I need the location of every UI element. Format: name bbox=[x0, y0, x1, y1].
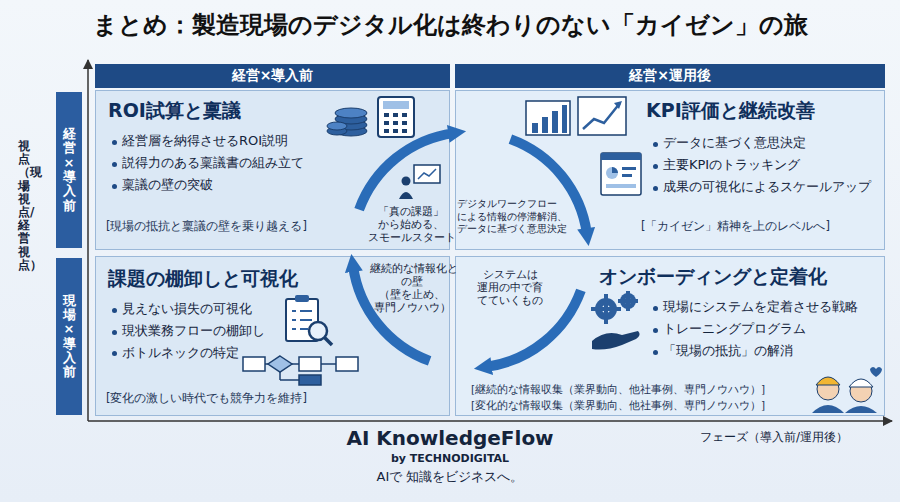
vertical-axis bbox=[87, 60, 89, 421]
panel-heading: 課題の棚卸しと可視化 bbox=[108, 267, 298, 291]
dashboard bbox=[601, 153, 641, 195]
bullet-item: 経営層を納得させるROI説明 bbox=[110, 133, 288, 149]
header-text: 経営×導入前 bbox=[232, 67, 314, 85]
row-band: 現場×導入前 bbox=[56, 258, 82, 415]
cycle-note: システムは 運用の中で育 てていくもの bbox=[470, 268, 550, 307]
cycle-arc bbox=[359, 133, 454, 210]
bullet-item: 説得力のある稟議書の組み立て bbox=[110, 155, 304, 171]
trend-chart bbox=[578, 97, 626, 135]
bullet-item: 見えない損失の可視化 bbox=[110, 301, 252, 317]
horizontal-axis bbox=[88, 420, 892, 422]
header-text: 経営×運用後 bbox=[629, 67, 711, 85]
row-band: 経営×導入前 bbox=[56, 92, 82, 248]
column-header: 経営×運用後 bbox=[455, 64, 885, 88]
bullet-item: 稟議の壁の突破 bbox=[110, 177, 213, 193]
bullet-item: トレーニングプログラム bbox=[651, 321, 806, 337]
bar-chart bbox=[526, 101, 570, 135]
bullet-item: 主要KPIのトラッキング bbox=[651, 157, 800, 173]
panel-heading: ROI試算と稟議 bbox=[108, 99, 241, 123]
panel-note: [「カイゼン」精神を上のレベルへ] bbox=[641, 219, 830, 233]
bullet-item: データに基づく意思決定 bbox=[651, 135, 806, 151]
axis-label: フェーズ（導入前/運用後） bbox=[700, 430, 848, 445]
band-text: 経営×導入前 bbox=[63, 127, 76, 213]
bullet-item: ボトルネックの特定 bbox=[110, 345, 239, 361]
checklist-magnifier bbox=[286, 295, 332, 345]
gear-hand bbox=[591, 291, 640, 350]
quadrant-panel: 課題の棚卸しと可視化見えない損失の可視化現状業務フローの棚卸しボトルネックの特定… bbox=[95, 256, 450, 416]
panel-note: [現場の抵抗と稟議の壁を乗り越える] bbox=[106, 219, 307, 233]
brand-logo: AI KnowledgeFlow bbox=[250, 426, 650, 451]
flowchart bbox=[243, 356, 358, 385]
cycle-note: 継続的な情報化と の壁（壁を止め、 専門ノウハウ） bbox=[370, 262, 454, 315]
cycle-note: 「真の課題」 から始める、 スモールスタート bbox=[368, 205, 454, 244]
bullet-item: 「現場の抵抗」の解消 bbox=[651, 343, 793, 359]
cycle-note: デジタルワークフロー による情報の停滞解消、 データに基づく意思決定 bbox=[457, 198, 571, 236]
bullet-item: 現状業務フローの棚卸し bbox=[110, 323, 265, 339]
panel-note: [変化的な情報収集（業界動向、他社事例、専門ノウハウ）] bbox=[471, 399, 765, 412]
axis-label: 視点（現場視点/経営視点） bbox=[18, 140, 30, 272]
column-header: 経営×導入前 bbox=[95, 64, 450, 88]
panel-note: [変化の激しい時代でも競争力を維持] bbox=[106, 391, 307, 405]
band-text: 現場×導入前 bbox=[63, 294, 76, 380]
panel-heading: オンボーディングと定着化 bbox=[599, 265, 827, 289]
tagline: AIで 知識をビジネスへ。 bbox=[300, 469, 600, 485]
title: まとめ：製造現場のデジタル化は終わりのない「カイゼン」の旅 bbox=[93, 10, 808, 40]
coin-stack bbox=[327, 108, 367, 136]
panel-note: [継続的な情報収集（業界動向、他社事例、専門ノウハウ）] bbox=[471, 383, 765, 396]
presentation-figure bbox=[399, 165, 440, 199]
bullet-item: 現場にシステムを定着させる戦略 bbox=[651, 299, 858, 315]
calculator bbox=[378, 97, 414, 137]
bullet-item: 成果の可視化によるスケールアップ bbox=[651, 179, 871, 195]
panel-heading: KPI評価と継続改善 bbox=[646, 99, 815, 123]
workers bbox=[812, 367, 882, 413]
brand-sub: by TECHNODIGITAL bbox=[300, 452, 600, 466]
